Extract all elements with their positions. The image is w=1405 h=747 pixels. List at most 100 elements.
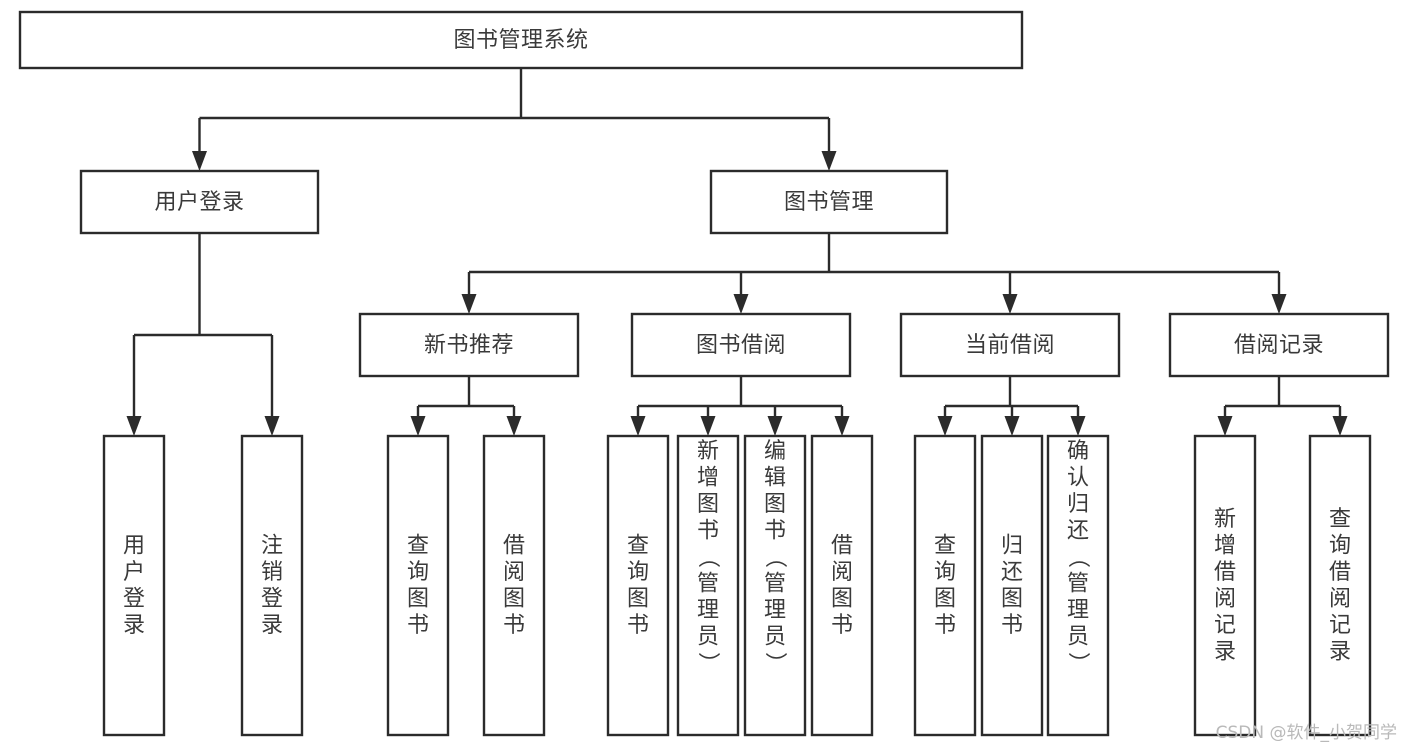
node-login[interactable]: 用户登录 (79, 169, 320, 235)
arrow-head (834, 416, 850, 436)
svg-text:编: 编 (764, 439, 786, 464)
arrow-head (821, 151, 837, 171)
svg-text:员: 员 (1067, 625, 1089, 650)
svg-text:图: 图 (697, 492, 719, 517)
arrow-head (630, 416, 646, 436)
svg-text:查: 查 (1329, 507, 1351, 532)
watermark: CSDN @软件_小贺同学 (1215, 723, 1397, 743)
connector-group-bookmgmt (461, 233, 1287, 314)
connector-layer (126, 68, 1348, 436)
node-root[interactable]: 图书管理系统 (18, 10, 1024, 70)
node-box (810, 434, 874, 737)
svg-text:用: 用 (123, 534, 145, 559)
connector-group-current (937, 376, 1086, 436)
svg-text:）: ） (1065, 652, 1090, 674)
node-current[interactable]: 当前借阅 (899, 312, 1121, 378)
arrow-head (410, 416, 426, 436)
arrow-head (767, 416, 783, 436)
svg-text:图: 图 (934, 587, 956, 612)
connector-group-login (126, 233, 280, 436)
connector-group-newbook (410, 376, 522, 436)
svg-text:阅: 阅 (503, 560, 525, 585)
svg-text:录: 录 (1214, 640, 1236, 665)
node-bookmgmt[interactable]: 图书管理 (709, 169, 949, 235)
svg-text:录: 录 (123, 613, 145, 638)
arrow-head (461, 294, 477, 314)
node-record[interactable]: 借阅记录 (1168, 312, 1390, 378)
node-leaf-user-login[interactable]: 用户登录 (102, 434, 166, 737)
node-label: 新书推荐 (424, 333, 514, 358)
connector-group-record (1217, 376, 1348, 436)
node-box (1193, 434, 1257, 737)
svg-text:记: 记 (1214, 613, 1236, 638)
node-box (386, 434, 450, 737)
node-box (676, 434, 740, 737)
svg-text:借: 借 (503, 534, 525, 559)
node-label: 当前借阅 (965, 333, 1055, 358)
svg-text:管: 管 (697, 572, 719, 597)
svg-text:录: 录 (261, 613, 283, 638)
svg-text:（: （ (762, 546, 787, 568)
node-box (18, 10, 1024, 70)
svg-text:图: 图 (627, 587, 649, 612)
svg-text:登: 登 (123, 587, 145, 612)
svg-text:询: 询 (934, 560, 956, 585)
svg-text:管: 管 (764, 572, 786, 597)
svg-text:书: 书 (503, 613, 525, 638)
svg-text:员: 员 (764, 625, 786, 650)
svg-text:增: 增 (1214, 534, 1236, 559)
svg-text:认: 认 (1067, 466, 1089, 491)
node-box (358, 312, 580, 378)
arrow-head (506, 416, 522, 436)
node-layer: 图书管理系统用户登录图书管理新书推荐图书借阅当前借阅借阅记录用户登录注销登录查询… (18, 10, 1390, 737)
svg-text:图: 图 (407, 587, 429, 612)
svg-text:管: 管 (1067, 572, 1089, 597)
svg-text:）: ） (695, 652, 720, 674)
node-label: 用户登录 (154, 190, 244, 215)
svg-text:阅: 阅 (1329, 587, 1351, 612)
node-box (709, 169, 949, 235)
arrow-head (733, 294, 749, 314)
node-borrow[interactable]: 图书借阅 (630, 312, 852, 378)
node-newbook[interactable]: 新书推荐 (358, 312, 580, 378)
node-box (1046, 434, 1110, 737)
svg-text:理: 理 (764, 598, 786, 623)
svg-text:查: 查 (407, 534, 429, 559)
node-box (899, 312, 1121, 378)
svg-text:书: 书 (697, 519, 719, 544)
svg-text:辑: 辑 (764, 466, 786, 491)
svg-text:阅: 阅 (831, 560, 853, 585)
node-box (482, 434, 546, 737)
svg-text:录: 录 (1329, 640, 1351, 665)
svg-text:图: 图 (1001, 587, 1023, 612)
svg-text:新: 新 (1214, 507, 1236, 532)
node-box (743, 434, 807, 737)
node-box (980, 434, 1044, 737)
node-label: 图书管理 (784, 190, 874, 215)
arrow-head (264, 416, 280, 436)
svg-text:书: 书 (831, 613, 853, 638)
arrow-head (1002, 294, 1018, 314)
svg-text:查: 查 (627, 534, 649, 559)
node-box (79, 169, 320, 235)
node-box (630, 312, 852, 378)
svg-text:图: 图 (764, 492, 786, 517)
arrow-head (192, 151, 207, 171)
